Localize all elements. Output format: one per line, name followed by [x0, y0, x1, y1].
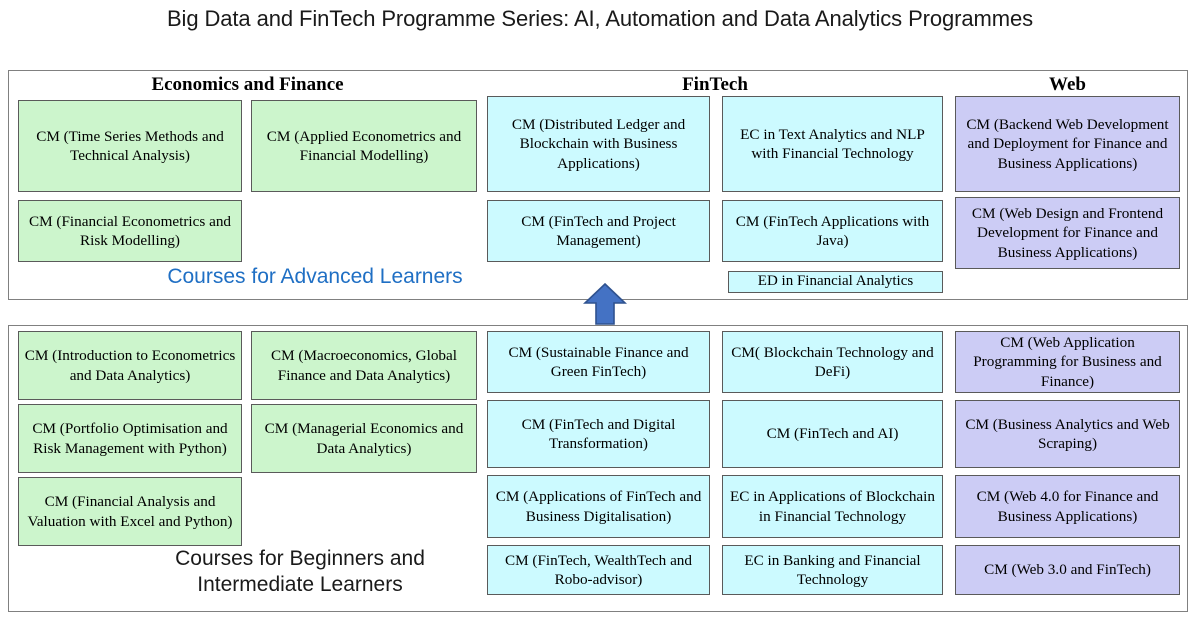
- course-card[interactable]: CM (Distributed Ledger and Blockchain wi…: [487, 96, 710, 192]
- course-card[interactable]: EC in Applications of Blockchain in Fina…: [722, 475, 943, 538]
- course-card[interactable]: EC in Text Analytics and NLP with Financ…: [722, 96, 943, 192]
- course-card[interactable]: CM (Applications of FinTech and Business…: [487, 475, 710, 538]
- course-card[interactable]: CM (Introduction to Econometrics and Dat…: [18, 331, 242, 400]
- beginner-learners-label: Courses for Beginners and Intermediate L…: [175, 547, 425, 596]
- course-card[interactable]: CM (Web 4.0 for Finance and Business App…: [955, 475, 1180, 538]
- course-card[interactable]: CM (Portfolio Optimisation and Risk Mana…: [18, 404, 242, 473]
- course-card[interactable]: CM (Financial Econometrics and Risk Mode…: [18, 200, 242, 262]
- course-card[interactable]: CM (Web Application Programming for Busi…: [955, 331, 1180, 393]
- course-card[interactable]: CM (FinTech and Digital Transformation): [487, 400, 710, 468]
- course-card[interactable]: CM (FinTech Applications with Java): [722, 200, 943, 262]
- course-card[interactable]: CM (Macroeconomics, Global Finance and D…: [251, 331, 477, 400]
- course-card[interactable]: CM (Backend Web Development and Deployme…: [955, 96, 1180, 192]
- column-header-fintech: FinTech: [682, 74, 748, 95]
- course-card[interactable]: ED in Financial Analytics: [728, 271, 943, 293]
- course-card[interactable]: CM (Sustainable Finance and Green FinTec…: [487, 331, 710, 393]
- course-card[interactable]: CM (Time Series Methods and Technical An…: [18, 100, 242, 192]
- course-card[interactable]: CM (Financial Analysis and Valuation wit…: [18, 477, 242, 546]
- advanced-learners-label: Courses for Advanced Learners: [167, 265, 463, 288]
- course-card[interactable]: CM (Managerial Economics and Data Analyt…: [251, 404, 477, 473]
- course-card[interactable]: CM (FinTech and AI): [722, 400, 943, 468]
- course-card[interactable]: CM (Web 3.0 and FinTech): [955, 545, 1180, 595]
- course-card[interactable]: CM (FinTech, WealthTech and Robo-advisor…: [487, 545, 710, 595]
- course-card[interactable]: CM (Applied Econometrics and Financial M…: [251, 100, 477, 192]
- column-header-web: Web: [1049, 74, 1086, 95]
- course-card[interactable]: CM (Web Design and Frontend Development …: [955, 197, 1180, 269]
- arrow-up-icon: [582, 282, 628, 325]
- course-card[interactable]: CM (FinTech and Project Management): [487, 200, 710, 262]
- column-header-economics-and-finance: Economics and Finance: [151, 74, 344, 95]
- course-card[interactable]: CM (Business Analytics and Web Scraping): [955, 400, 1180, 468]
- course-card[interactable]: CM( Blockchain Technology and DeFi): [722, 331, 943, 393]
- page-title: Big Data and FinTech Programme Series: A…: [166, 6, 1033, 31]
- course-card[interactable]: EC in Banking and Financial Technology: [722, 545, 943, 595]
